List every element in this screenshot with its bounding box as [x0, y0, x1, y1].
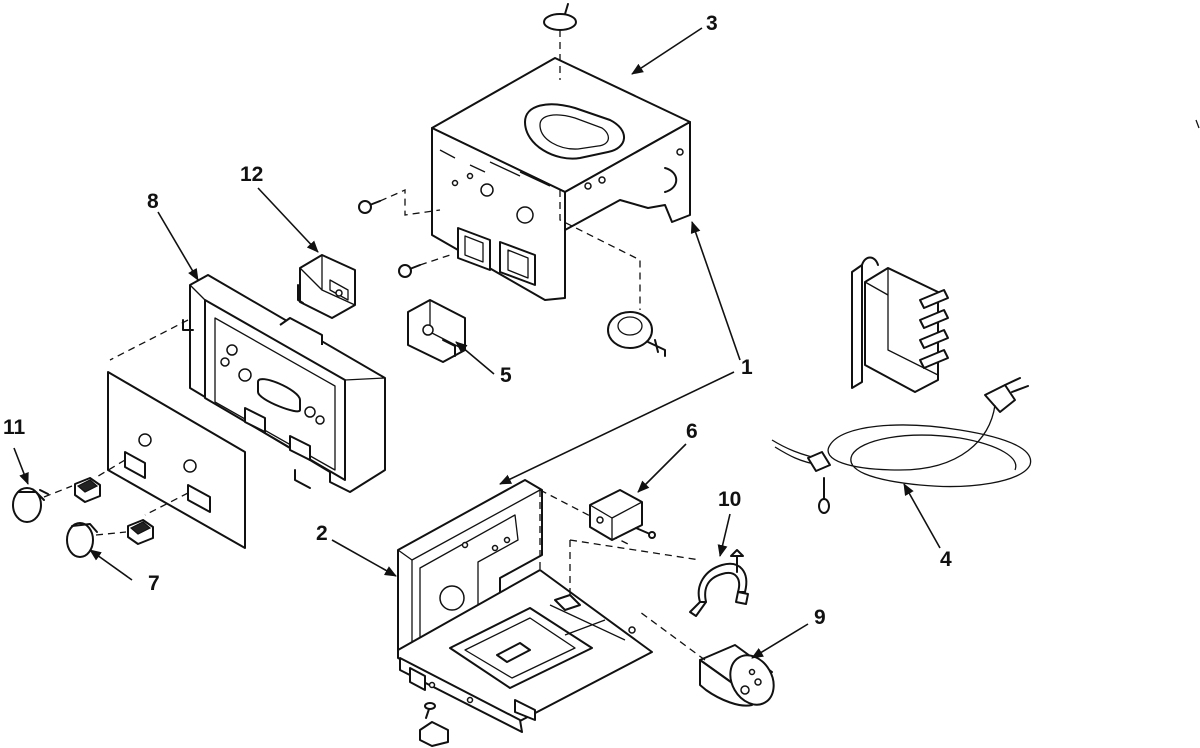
- leader-lines: [13, 27, 941, 659]
- part-6-block: [589, 489, 656, 541]
- edge-mark: [1195, 119, 1200, 129]
- callout-4: 4: [940, 548, 952, 571]
- callout-8: 8: [147, 190, 159, 213]
- callout-12: 12: [240, 163, 263, 186]
- part-9-capacitor: [639, 611, 775, 707]
- part-4-power-cord: [771, 256, 1032, 514]
- callout-1: 1: [741, 356, 753, 379]
- part-3-upper-housing: [431, 3, 691, 310]
- callout-5: 5: [500, 364, 512, 387]
- callout-labels: 3 12 8 5 1 11 6 10 2 4 7 9: [3, 12, 952, 629]
- rocker-switch-upper: [74, 477, 101, 503]
- part-7-knob: [66, 522, 127, 558]
- rocker-switch-lower: [127, 519, 154, 545]
- callout-7: 7: [148, 572, 160, 595]
- timer-motor: [607, 311, 666, 357]
- callout-9: 9: [814, 606, 826, 629]
- screw-lower: [398, 254, 451, 278]
- callout-3: 3: [706, 12, 718, 35]
- cord-clamp: [419, 702, 449, 747]
- callout-10: 10: [718, 488, 741, 511]
- callout-6: 6: [686, 420, 698, 443]
- part-8-control-bracket: [109, 274, 386, 493]
- part-10-strap: [689, 549, 749, 617]
- part-2-base-pan: [397, 479, 701, 733]
- part-12-relay: [297, 254, 356, 319]
- part-5-switch: [407, 299, 466, 363]
- part-11-knob: [12, 485, 73, 523]
- callout-2: 2: [316, 522, 328, 545]
- front-panel-plate: [94, 371, 246, 549]
- callout-11: 11: [3, 416, 26, 439]
- screw-upper: [358, 189, 441, 216]
